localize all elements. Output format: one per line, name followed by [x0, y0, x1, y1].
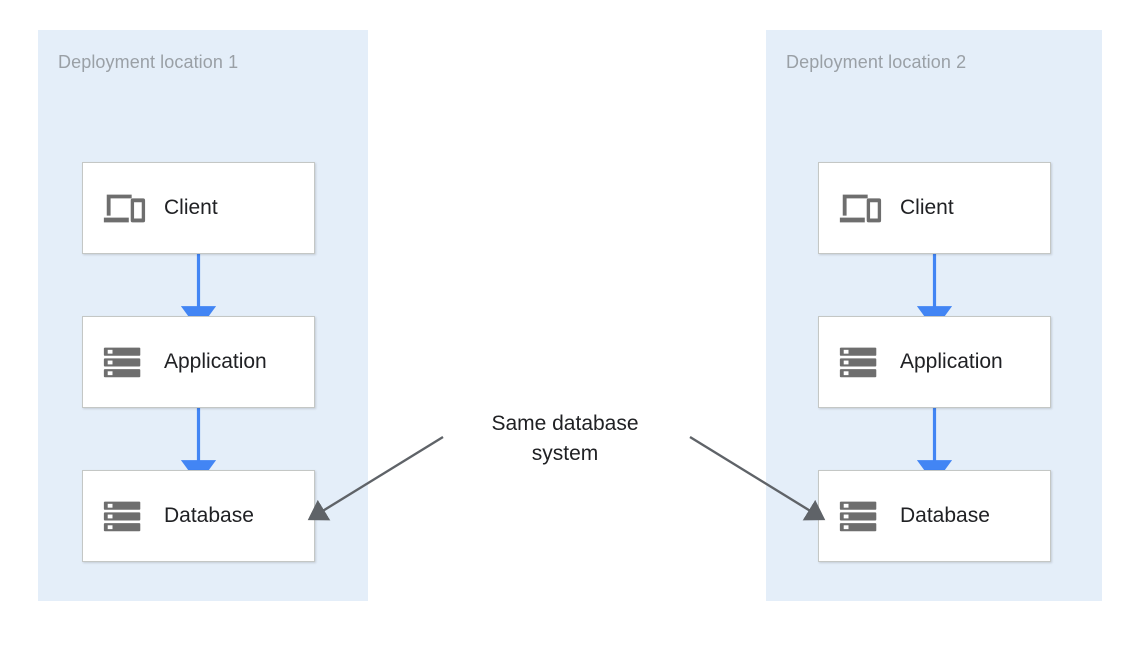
annotation-line-1: Same database [491, 412, 639, 435]
node-client-2-label: Client [900, 196, 954, 219]
server-stack-icon [103, 501, 141, 532]
annotation-line-2: system [531, 442, 599, 465]
node-application-1-label: Application [164, 350, 267, 373]
node-application-1[interactable]: Application [82, 316, 315, 408]
node-application-2-label: Application [900, 350, 1003, 373]
node-client-2[interactable]: Client [818, 162, 1051, 254]
annotation-same-database-system: Same database system [440, 409, 690, 469]
node-database-2[interactable]: Database [818, 470, 1051, 562]
server-stack-icon [103, 347, 141, 378]
node-client-1[interactable]: Client [82, 162, 315, 254]
devices-icon [839, 194, 882, 223]
node-application-2[interactable]: Application [818, 316, 1051, 408]
node-database-1-label: Database [164, 504, 254, 527]
node-database-2-label: Database [900, 504, 990, 527]
node-client-1-label: Client [164, 196, 218, 219]
server-stack-icon [839, 501, 877, 532]
deployment-location-2-title: Deployment location 2 [786, 52, 967, 72]
deployment-location-1-title: Deployment location 1 [58, 52, 239, 72]
devices-icon [103, 194, 146, 223]
server-stack-icon [839, 347, 877, 378]
node-database-1[interactable]: Database [82, 470, 315, 562]
